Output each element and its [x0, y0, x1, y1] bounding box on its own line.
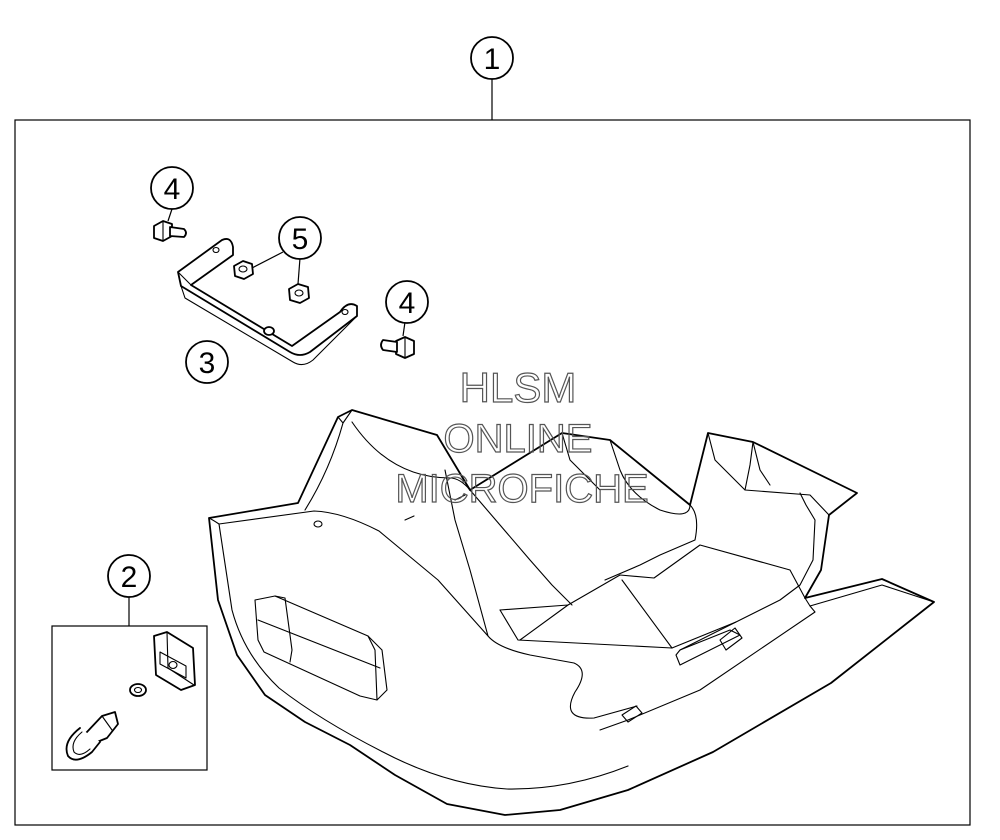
skid-plate-part-1	[208, 409, 935, 816]
bolt-part-4-lower	[380, 336, 415, 359]
leader-line-5a	[251, 251, 284, 269]
svg-text:5: 5	[292, 223, 309, 256]
svg-text:3: 3	[199, 347, 216, 380]
callout-2[interactable]: 2	[107, 554, 151, 598]
clip-nut-part-2	[153, 631, 196, 691]
watermark: HLSM ONLINE MICROFICHE	[395, 363, 650, 511]
callout-4b[interactable]: 4	[385, 280, 429, 324]
nut-part-5-right	[288, 283, 310, 304]
leader-line-4a	[167, 208, 173, 222]
callout-5[interactable]: 5	[278, 216, 322, 260]
bracket-part-3	[177, 238, 358, 366]
svg-text:4: 4	[399, 287, 416, 320]
leader-line-5b	[297, 257, 301, 285]
nut-part-5-left	[233, 260, 254, 280]
washer-part-2	[129, 683, 147, 697]
callout-4a[interactable]: 4	[150, 166, 194, 210]
callout-3[interactable]: 3	[185, 340, 229, 384]
svg-text:1: 1	[484, 43, 501, 76]
svg-text:HLSM: HLSM	[460, 364, 577, 411]
svg-text:2: 2	[121, 561, 138, 594]
svg-text:MICROFICHE: MICROFICHE	[395, 467, 648, 511]
leader-line-4b	[402, 321, 406, 337]
quick-release-fastener-part-2	[65, 711, 119, 761]
callout-1[interactable]: 1	[470, 36, 514, 80]
bolt-part-4-upper	[153, 220, 187, 242]
svg-text:4: 4	[164, 173, 181, 206]
svg-text:ONLINE: ONLINE	[444, 417, 593, 461]
